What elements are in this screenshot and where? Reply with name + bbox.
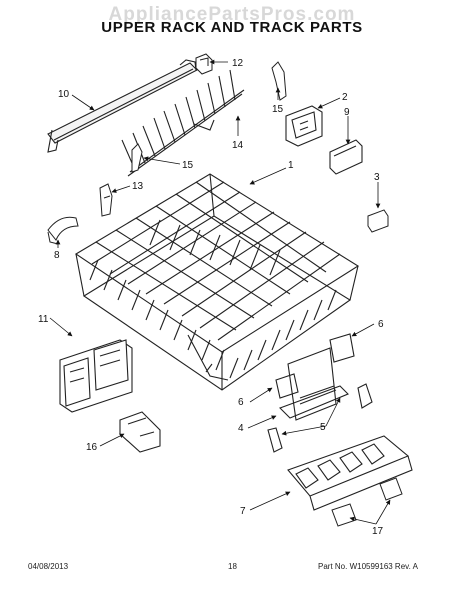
callout-13: 13	[132, 181, 144, 192]
callout-16: 16	[86, 442, 98, 453]
tine-row-part	[121, 69, 245, 177]
callout-12: 12	[232, 58, 244, 69]
callout-2: 2	[342, 92, 348, 103]
callout-4: 4	[238, 423, 244, 434]
footer-part-number: Part No. W10599163 Rev. A	[318, 562, 418, 571]
callout-8: 8	[54, 250, 60, 261]
callout-3: 3	[374, 172, 380, 183]
track-rail-part	[47, 59, 198, 153]
watermark: AppliancePartsPros.com	[108, 4, 356, 25]
leader-lines	[49, 59, 391, 525]
callout-14: 14	[232, 140, 244, 151]
callout-5: 5	[320, 422, 326, 433]
callout-17: 17	[372, 526, 384, 537]
bracket-part-16	[119, 411, 161, 453]
bracket-part-8	[47, 216, 79, 245]
footer-page-number: 18	[228, 562, 237, 571]
upper-rack-basket	[74, 173, 360, 391]
callout-7: 7	[240, 506, 246, 517]
callout-15: 15	[272, 104, 284, 115]
support-part-11	[59, 339, 133, 413]
track-assembly-part	[267, 333, 373, 453]
callout-10: 10	[58, 89, 70, 100]
callout-6: 6	[238, 397, 244, 408]
callout-15: 15	[182, 160, 194, 171]
callout-11: 11	[38, 314, 49, 325]
cap-part-9	[329, 139, 363, 175]
track-stop-part	[285, 105, 323, 147]
footer-date: 04/08/2013	[28, 562, 69, 571]
page-title: UPPER RACK AND TRACK PARTS	[101, 19, 363, 36]
callout-labels: 12 10 15 2 9 14 15 1 13 3 8 11 6 6 4 5 1…	[38, 58, 384, 537]
clip-part-17	[331, 477, 403, 527]
clip-part-3	[367, 209, 389, 233]
bracket-part-13	[99, 183, 113, 217]
clip-part-12	[195, 53, 213, 75]
callout-9: 9	[344, 107, 350, 118]
callout-6: 6	[378, 319, 384, 330]
clip-part-15	[131, 61, 287, 173]
callout-1: 1	[288, 160, 294, 171]
cup-shelf-part-7	[287, 435, 413, 511]
